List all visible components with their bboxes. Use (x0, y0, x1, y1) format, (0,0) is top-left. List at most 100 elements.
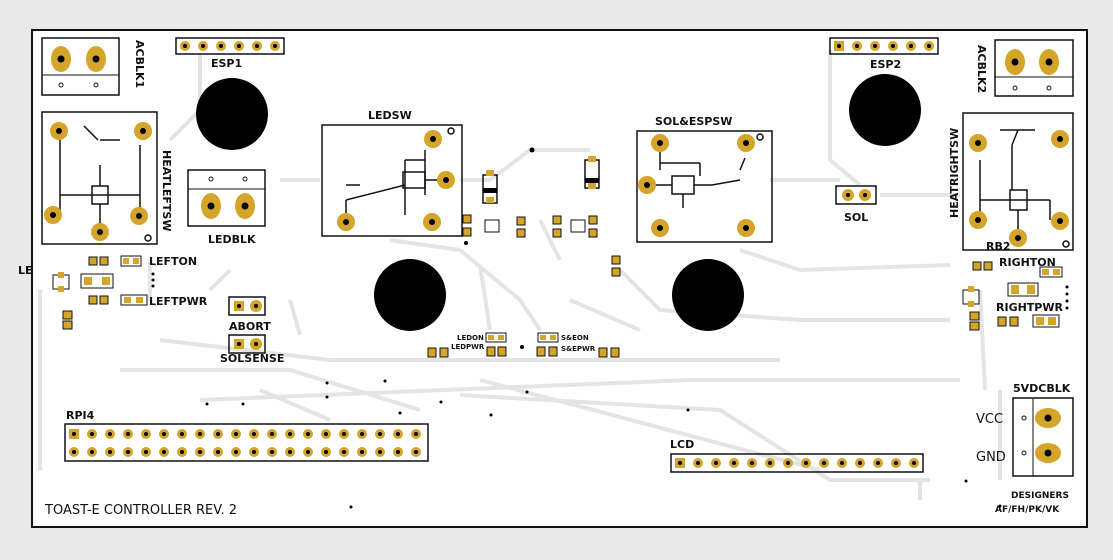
pin-hole (378, 450, 382, 454)
lcd-header (670, 453, 924, 473)
vdcblk-terminal (1012, 397, 1074, 477)
solespsw-pads (638, 134, 755, 237)
esp2-header (829, 37, 939, 55)
solsense-label: SOLSENSE (220, 352, 284, 365)
pin-hole (378, 432, 382, 436)
esp1-label: ESP1 (211, 57, 242, 70)
lefton-label: LEFTON (149, 255, 197, 268)
pin-hole (144, 450, 148, 454)
pin-hole (360, 450, 364, 454)
rpi4-pins (69, 429, 421, 457)
pin-hole (288, 450, 292, 454)
solsense-header (228, 334, 266, 354)
esp1-header (175, 37, 285, 55)
vcc-label: VCC (976, 412, 1003, 427)
mounting-hole (196, 78, 268, 150)
acblk2-label: ACBLK2 (975, 45, 988, 93)
ledsw-label: LEDSW (368, 109, 412, 122)
pin-hole (714, 461, 718, 465)
pin-hole (198, 432, 202, 436)
pin-hole (396, 450, 400, 454)
rightpwr-label: RIGHTPWR (996, 301, 1063, 314)
vdcblk-label: 5VDCBLK (1013, 382, 1071, 395)
mounting-hole (849, 74, 921, 146)
pin-hole (198, 450, 202, 454)
pin-hole (162, 450, 166, 454)
pin-hole (732, 461, 736, 465)
pin-hole (324, 450, 328, 454)
designers-names: AF/FH/PK/VK (995, 505, 1060, 515)
pin-hole (360, 432, 364, 436)
pin-hole (804, 461, 808, 465)
pin-hole (72, 450, 76, 454)
pin-hole (678, 461, 682, 465)
pin-hole (750, 461, 754, 465)
pin-hole (126, 450, 130, 454)
pin-hole (144, 432, 148, 436)
pin-hole (234, 450, 238, 454)
pin-hole (822, 461, 826, 465)
pin-hole (108, 450, 112, 454)
ledsw-relay (321, 124, 463, 237)
pin-hole (414, 432, 418, 436)
sespwr-label: S&EPWR (561, 345, 596, 353)
pin-hole (252, 450, 256, 454)
pin-hole (180, 432, 184, 436)
pin-hole (912, 461, 916, 465)
lcd-label: LCD (670, 438, 694, 451)
pin-hole (108, 432, 112, 436)
pin-hole (858, 461, 862, 465)
pin-hole (876, 461, 880, 465)
acblk1-terminal (41, 37, 120, 96)
ledon-label: LEDON (457, 334, 484, 342)
pin-hole (90, 450, 94, 454)
heatleftsw-label: HEATLEFTSW (160, 150, 173, 231)
pin-hole (270, 450, 274, 454)
acblk2-terminal (994, 39, 1074, 97)
pin-hole (894, 461, 898, 465)
pin-hole (696, 461, 700, 465)
pin-hole (162, 432, 166, 436)
board-outline (31, 29, 1088, 528)
pin-hole (786, 461, 790, 465)
pin-hole (216, 450, 220, 454)
righton-label: RIGHTON (999, 256, 1056, 269)
pin-hole (840, 461, 844, 465)
le-label: LE (18, 264, 33, 277)
via-dots (205, 379, 1002, 509)
mounting-hole (672, 259, 744, 331)
rb2-label: RB2 (986, 240, 1011, 253)
abort-header (228, 296, 266, 316)
pin-hole (72, 432, 76, 436)
pin-hole (342, 432, 346, 436)
trace-layer (38, 50, 1002, 500)
heatrightsw-relay (962, 112, 1074, 251)
pin-hole (90, 432, 94, 436)
center-led-group (427, 332, 620, 358)
heatrightsw-pads (969, 130, 1069, 247)
pin-hole (414, 450, 418, 454)
board-title: TOAST-E CONTROLLER REV. 2 (44, 503, 237, 518)
rpi4-label: RPI4 (66, 409, 95, 422)
pin-hole (270, 432, 274, 436)
acblk1-label: ACBLK1 (133, 40, 146, 88)
left-led-group (52, 255, 155, 330)
pin-hole (342, 450, 346, 454)
pin-hole (180, 450, 184, 454)
ledblk-label: LEDBLK (208, 233, 256, 246)
center-components (462, 147, 621, 277)
mounting-hole (374, 259, 446, 331)
leftpwr-label: LEFTPWR (149, 295, 208, 308)
sol-header (835, 185, 877, 205)
abort-label: ABORT (229, 320, 271, 333)
heatleftsw-pads (44, 122, 152, 241)
ledblk-terminal (187, 169, 266, 227)
pin-hole (288, 432, 292, 436)
pin-hole (216, 432, 220, 436)
pin-hole (234, 432, 238, 436)
pin-hole (324, 432, 328, 436)
solespsw-relay (636, 130, 773, 243)
gnd-label: GND (976, 450, 1006, 465)
